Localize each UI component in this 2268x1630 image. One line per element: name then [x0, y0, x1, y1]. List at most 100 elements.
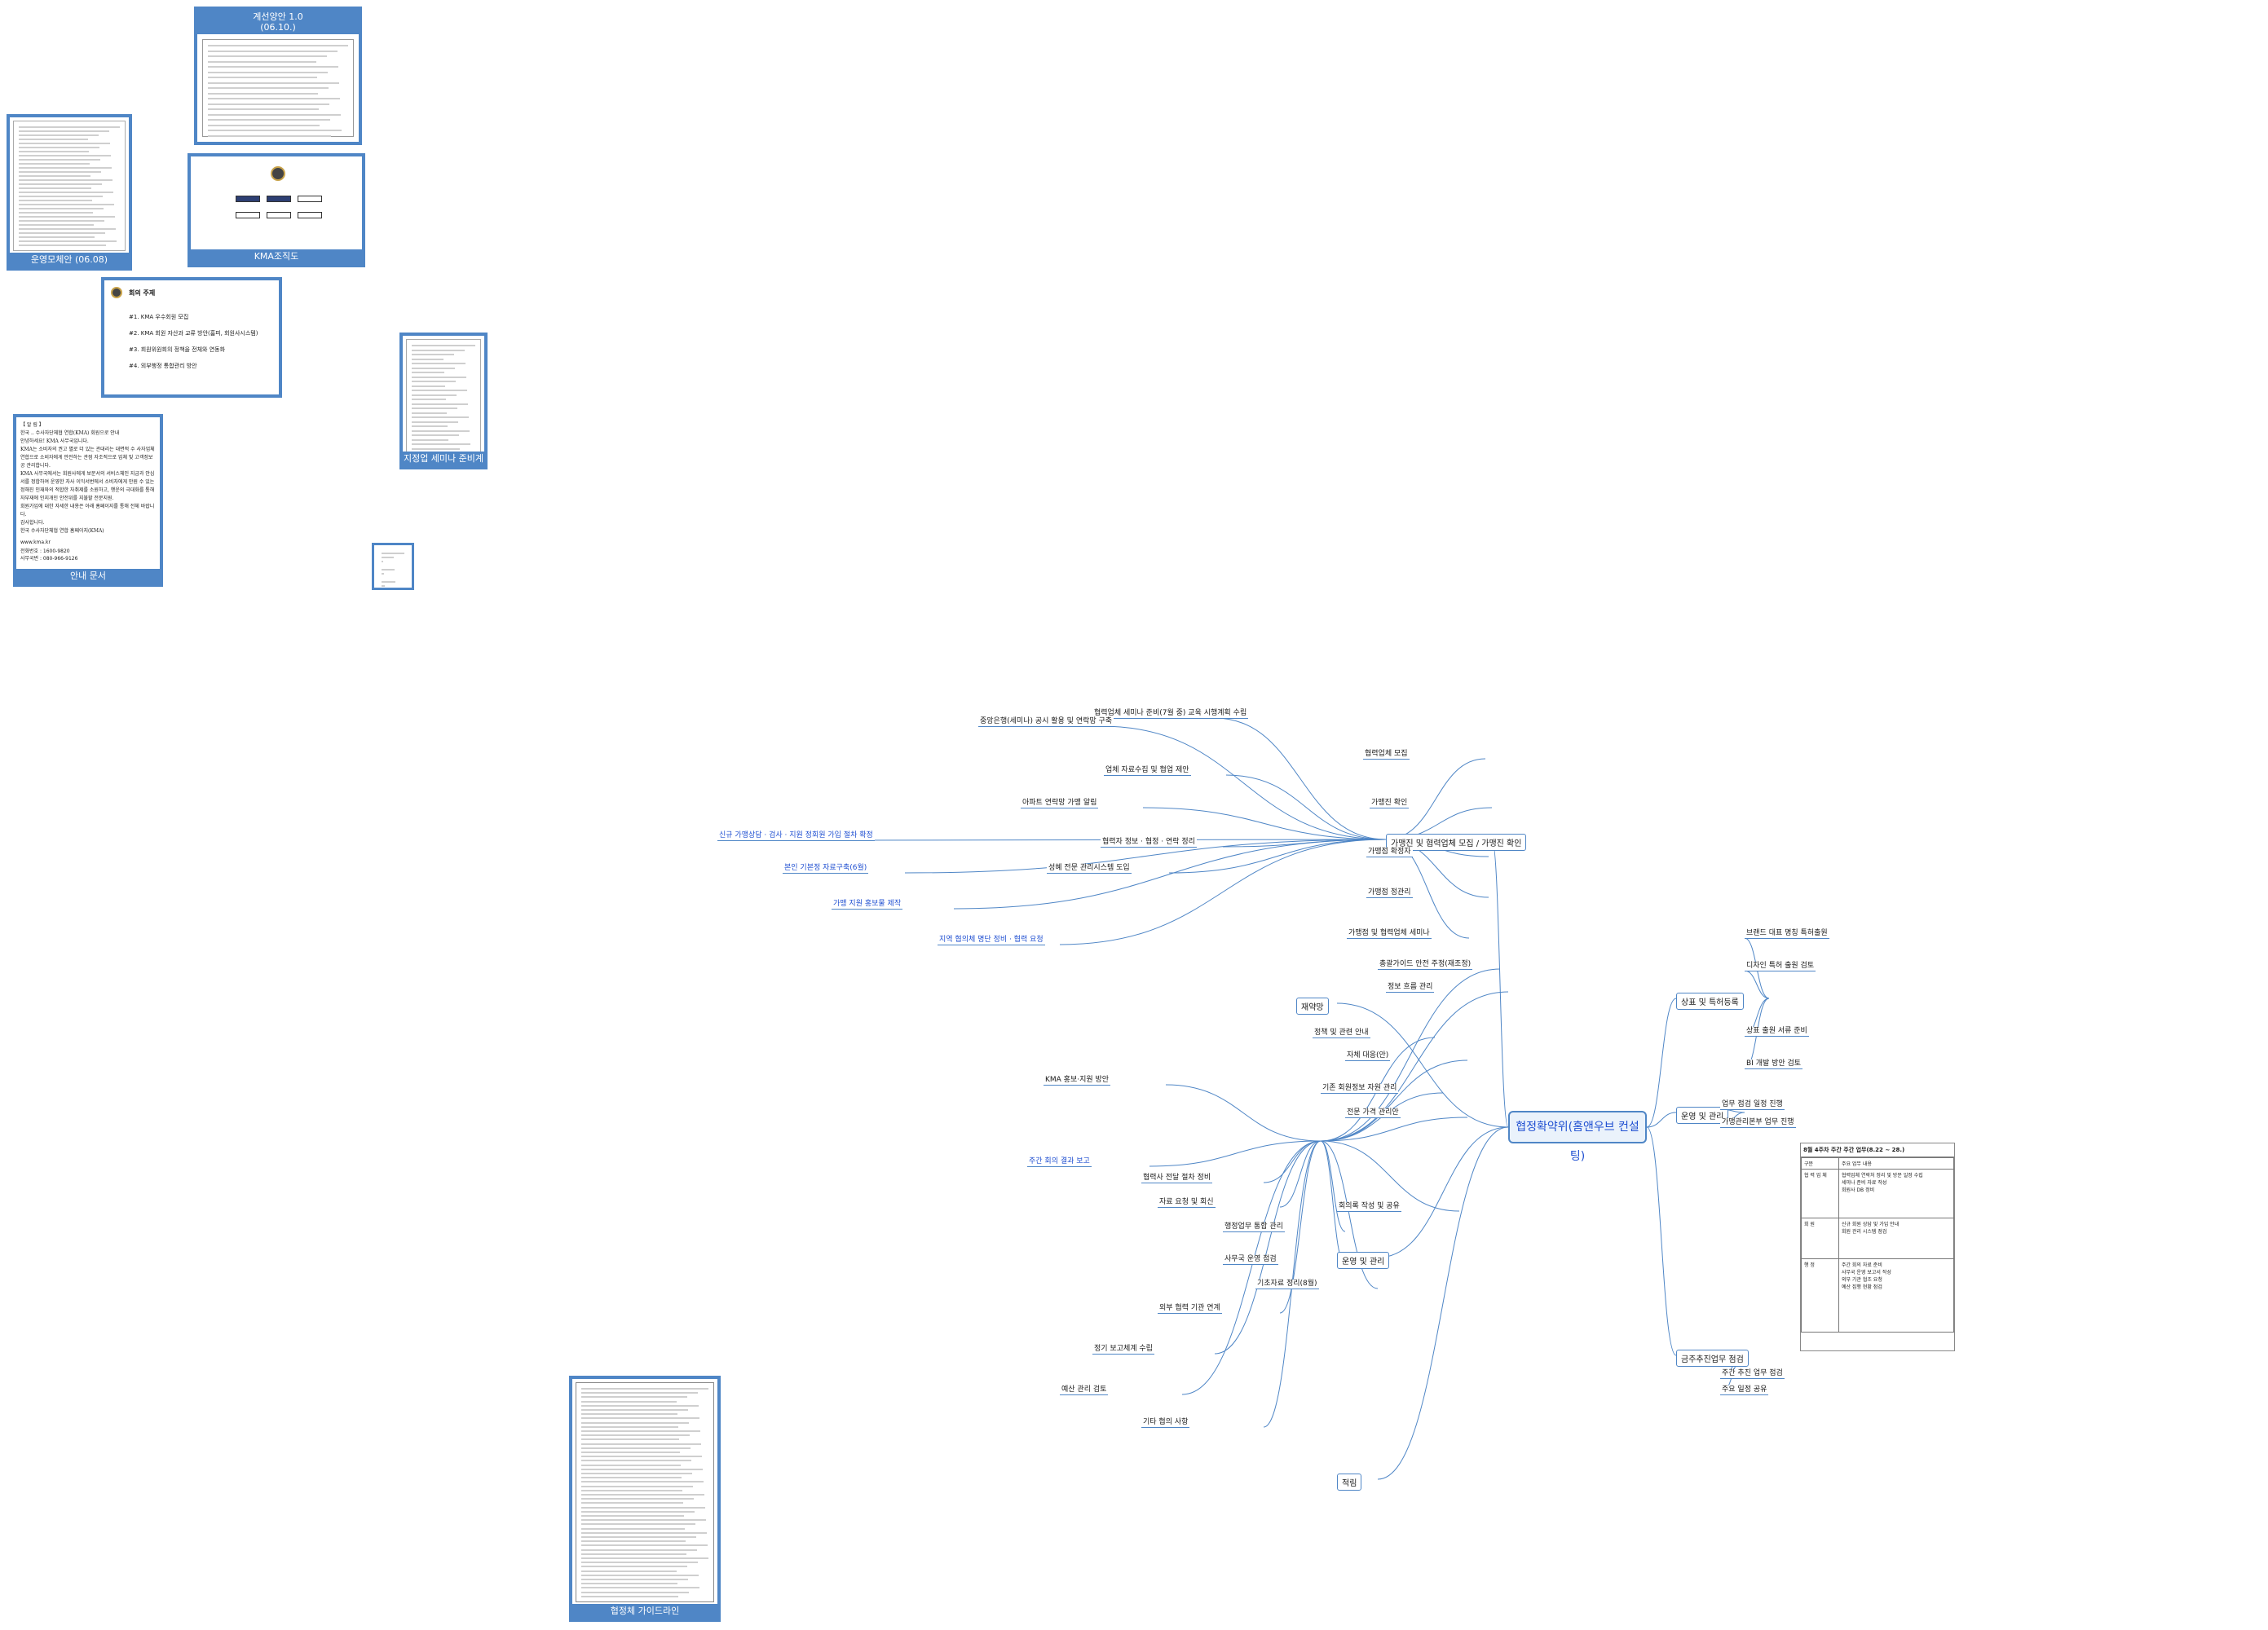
mindmap-node[interactable]: 외부 협력 기관 연계: [1158, 1304, 1222, 1314]
text-line: [412, 430, 470, 432]
text-line: [581, 1553, 686, 1555]
weekly-header-cell: 주요 업무 내용: [1838, 1157, 1955, 1170]
mindmap-node[interactable]: 자료 요청 및 회신: [1158, 1198, 1216, 1208]
mindmap-node[interactable]: 가맹점 확정자: [1366, 848, 1413, 857]
text-line: [581, 1540, 686, 1543]
text-line: [581, 1464, 681, 1466]
mindmap-node[interactable]: 디자인 특허 출원 검토: [1745, 962, 1816, 971]
agenda-card[interactable]: 회의 주제 #1. KMA 우수회원 모집 #2. KMA 회원 자산과 교류 …: [101, 277, 282, 398]
mindmap-node[interactable]: 상표 출원 서류 준비: [1745, 1027, 1809, 1037]
mindmap-node[interactable]: 행정업무 통합 관리: [1223, 1222, 1285, 1232]
mindmap-node[interactable]: 아파트 연락망 가맹 알림: [1021, 799, 1099, 808]
text-line: [581, 1388, 708, 1390]
text-line: [581, 1562, 698, 1564]
mindmap-node[interactable]: 본인 기본정 자료구축(6월): [783, 864, 869, 874]
mindmap-node[interactable]: 신규 가맹상담 · 검사 · 지원 정회원 가입 절차 확정: [717, 831, 875, 841]
text-line: [581, 1579, 688, 1580]
mindmap-node[interactable]: 가맹진 확인: [1370, 799, 1410, 808]
connector-line: [1165, 1084, 1322, 1142]
root-topic[interactable]: 협정확약위(홈앤우브 컨설팅): [1508, 1111, 1647, 1163]
mindmap-node[interactable]: 업무 점검 일정 진행: [1720, 1100, 1785, 1110]
mindmap-node[interactable]: 협력업체 세미나 준비(7월 중) 교육 시행계획 수립: [1092, 709, 1249, 719]
text-line: [581, 1494, 704, 1496]
govern-doc: [13, 121, 126, 251]
mindmap-node[interactable]: 정책 및 관련 안내: [1313, 1029, 1370, 1038]
mindmap-node[interactable]: 기타 협의 사항: [1141, 1418, 1190, 1428]
branch-weekly-check[interactable]: 금주추진업무 점검: [1676, 1350, 1749, 1367]
text-line: [581, 1548, 697, 1551]
text-line: [581, 1485, 693, 1487]
text-line: [412, 399, 446, 400]
org-box: [267, 196, 291, 202]
mindmap-node[interactable]: 정기 보고체계 수립: [1092, 1345, 1154, 1355]
mindmap-node[interactable]: 브랜드 대표 명칭 특허출원: [1745, 929, 1829, 939]
agreement-card[interactable]: 협정체 가이드라인: [569, 1376, 721, 1622]
text-line: [412, 376, 466, 378]
mindmap-node[interactable]: 협력업체 모집: [1363, 750, 1410, 760]
notice-contact: 전화번호 : 1600-9820 사무국번 : 080-966-9126: [20, 548, 78, 562]
text-line: [581, 1519, 706, 1522]
text-line: [19, 143, 110, 144]
text-line: [581, 1417, 699, 1420]
mindmap-node[interactable]: 가맹관리본부 업무 진행: [1720, 1118, 1796, 1128]
text-line: [581, 1557, 708, 1559]
branch-recruit[interactable]: 가맹진 및 협력업체 모집 / 가맹진 확인: [1386, 834, 1527, 851]
mindmap-node[interactable]: 가맹 지원 홍보물 제작: [832, 900, 903, 910]
text-line: [581, 1404, 699, 1407]
branch-network[interactable]: 재약망: [1296, 998, 1329, 1015]
mindmap-node[interactable]: 가맹점 및 협력업체 세미나: [1347, 929, 1432, 939]
text-line: [19, 187, 91, 189]
mindmap-node[interactable]: 자체 대응(안): [1345, 1051, 1391, 1061]
mindmap-node[interactable]: BI 개발 방안 검토: [1745, 1060, 1803, 1069]
mindmap-node[interactable]: 사무국 운영 점검: [1223, 1255, 1278, 1265]
notice-link[interactable]: www.kma.kr: [20, 540, 51, 545]
mindmap-node[interactable]: 성혜 전문 관리시스템 도입: [1047, 864, 1132, 874]
plan-card[interactable]: 계선양안 1.0(06.10.): [194, 7, 362, 145]
text-line: [382, 573, 384, 575]
mindmap-node[interactable]: 예산 관리 검토: [1060, 1386, 1109, 1395]
mindmap-node[interactable]: 총괄가이드 안전 주정(재조정): [1378, 960, 1473, 970]
mindmap-node[interactable]: 협력자 정보 · 협정 · 연락 정리: [1101, 838, 1197, 848]
branch-operation-right[interactable]: 운영 및 관리: [1676, 1107, 1729, 1124]
text-line: [382, 581, 395, 583]
text-line: [581, 1544, 708, 1547]
mindmap-node[interactable]: 주요 일정 공유: [1720, 1386, 1769, 1395]
text-line: [19, 208, 104, 209]
mindmap-node[interactable]: 회의록 작성 및 공유: [1337, 1202, 1401, 1212]
mindmap-node[interactable]: 중앙은행(세미나) 공시 활용 및 연락망 구축: [978, 717, 1114, 727]
connector-line: [1214, 1140, 1322, 1355]
org-box: [298, 212, 322, 218]
branch-trademark[interactable]: 상표 및 특허등록: [1676, 993, 1744, 1010]
branch-operation-left[interactable]: 운영 및 관리: [1337, 1252, 1390, 1269]
mindmap-node[interactable]: 업체 자료수집 및 협업 제안: [1104, 766, 1191, 776]
org-box: [267, 212, 291, 218]
text-line: [382, 553, 404, 554]
mindmap-node[interactable]: 전문 가격 관리안: [1345, 1108, 1401, 1118]
mindmap-node[interactable]: 지역 협의체 명단 정비 · 협력 요청: [938, 936, 1045, 945]
text-line: [581, 1506, 705, 1509]
mindmap-node[interactable]: 주간 회의 결과 보고: [1027, 1157, 1092, 1167]
mindmap-node[interactable]: 기존 회원정보 자원 관리: [1321, 1084, 1399, 1094]
connector-line: [1320, 991, 1509, 1142]
connector-line: [1646, 1126, 1677, 1356]
mindmap-node[interactable]: KMA 홍보·지원 방안: [1044, 1076, 1111, 1086]
small-doc-card[interactable]: [372, 543, 414, 590]
mindmap-node[interactable]: 정보 흐름 관리: [1386, 983, 1435, 993]
govern-card[interactable]: 운영모체안 (06.08): [7, 114, 132, 271]
notice-card[interactable]: 【 알 림 】 한국 .. 수사자단체협 연합(KMA) 회원으로 안내 안녕하…: [13, 414, 163, 587]
connector-line: [1377, 1126, 1509, 1480]
mindmap-node[interactable]: 가맹점 정관리: [1366, 888, 1413, 898]
text-line: [208, 66, 338, 68]
mindmap-node[interactable]: 주간 추진 업무 점검: [1720, 1369, 1785, 1379]
text-line: [382, 561, 383, 562]
mindmap-node[interactable]: 협력사 전달 절차 정비: [1141, 1174, 1213, 1183]
notice-caption: 안내 문서: [16, 569, 160, 584]
org-chart-card[interactable]: KMA조직도: [188, 153, 365, 267]
text-line: [412, 381, 456, 382]
branch-accumulate[interactable]: 적림: [1337, 1474, 1362, 1491]
mindmap-node[interactable]: 기초자료 정리(8월): [1255, 1280, 1319, 1289]
text-line: [581, 1396, 687, 1399]
text-line: [581, 1400, 677, 1403]
seminar-card[interactable]: 지정업 세미나 준비계획: [399, 333, 488, 469]
